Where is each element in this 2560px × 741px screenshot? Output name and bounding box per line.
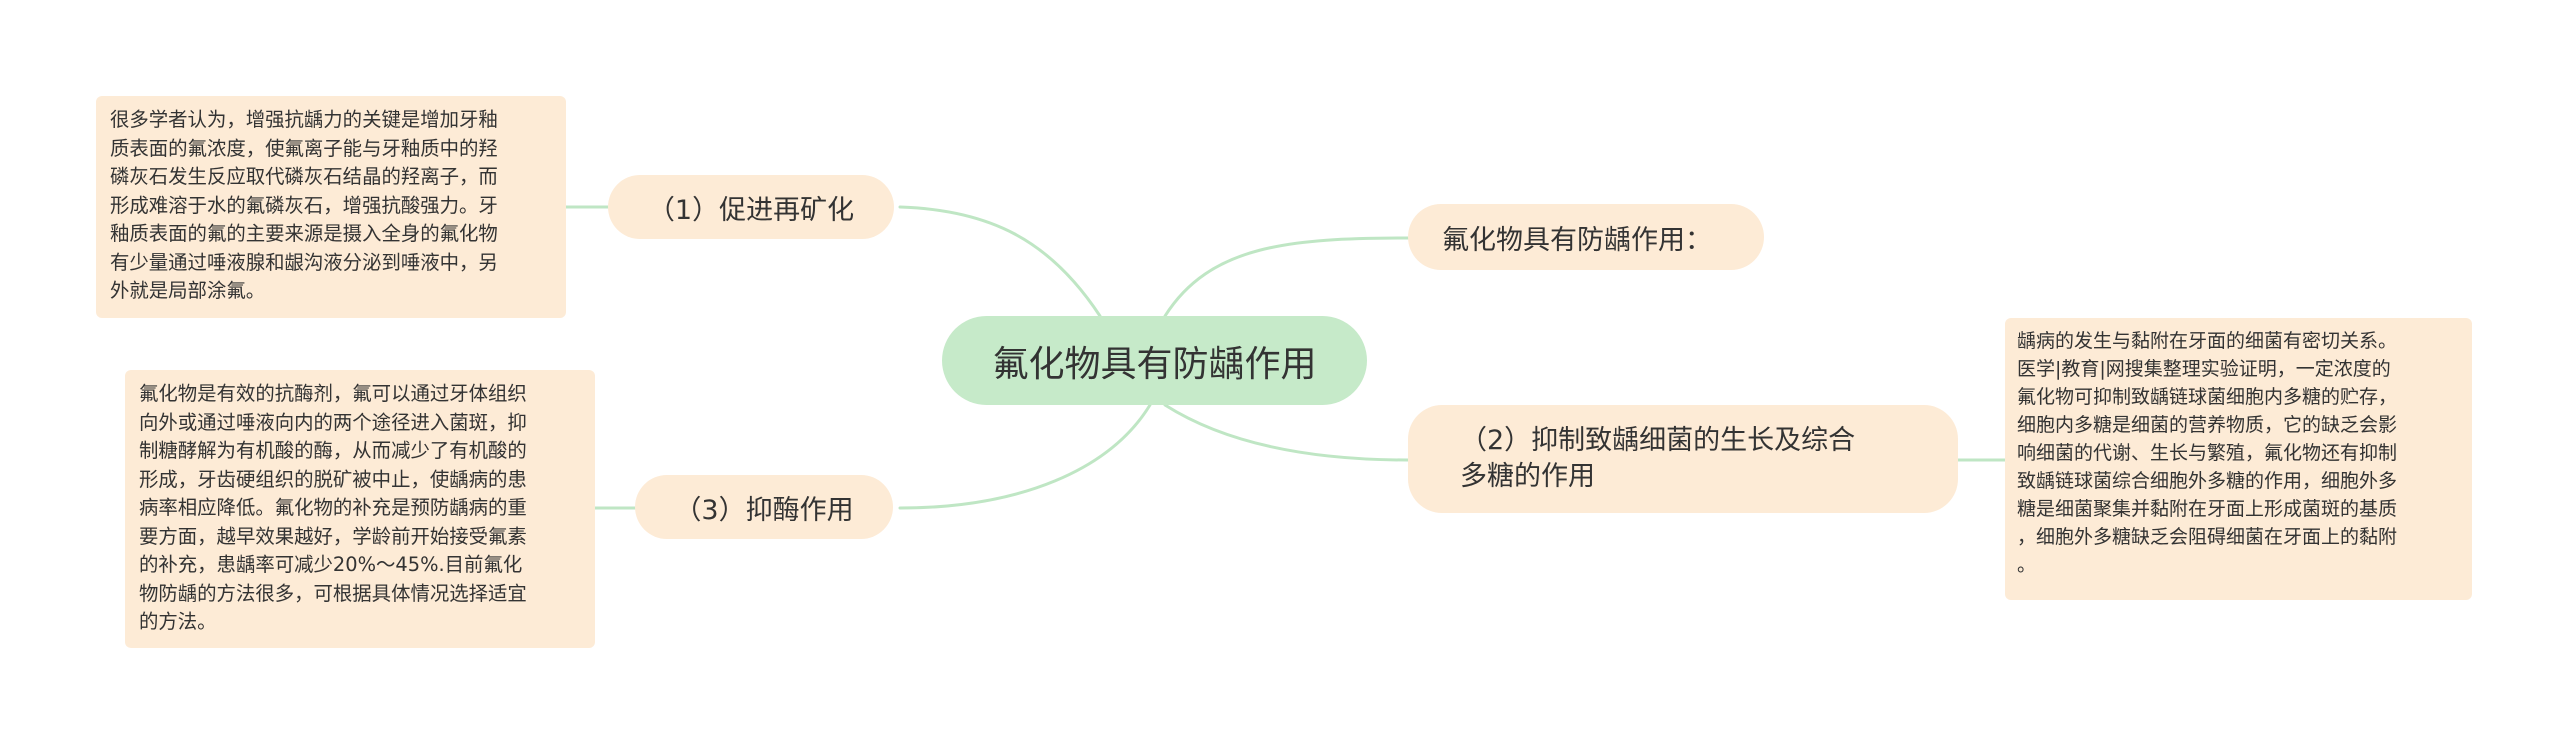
note-line: 的方法。 [139, 610, 217, 633]
branch-topic-label-line: （2）抑制致龋细菌的生长及综合 [1460, 425, 1856, 456]
note-line: 响细菌的代谢、生长与繁殖，氟化物还有抑制 [2017, 442, 2398, 464]
note-line: 质表面的氟浓度，使氟离子能与牙釉质中的羟 [110, 136, 498, 160]
note-line: 磷灰石发生反应取代磷灰石结晶的羟离子，而 [110, 165, 498, 188]
note-line: 形成，牙齿硬组织的脱矿被中止，使龋病的患 [139, 467, 527, 491]
note-line: 的补充，患龋率可减少20%～45%.目前氟化 [139, 553, 523, 576]
note-line: 致龋链球菌综合细胞外多糖的作用，细胞外多 [2017, 470, 2398, 492]
note-line: ，细胞外多糖缺乏会阻碍细菌在牙面上的黏附 [2017, 526, 2398, 548]
note-line: 向外或通过唾液向内的两个途径进入菌斑，抑 [139, 410, 527, 434]
note-line: 医学|教育|网搜集整理实验证明，一定浓度的 [2017, 358, 2391, 380]
branch-topic-remineralization[interactable]: （1）促进再矿化 [608, 175, 894, 239]
note-line: 氟化物可抑制致龋链球菌细胞内多糖的贮存， [2017, 386, 2398, 408]
root-node[interactable]: 氟化物具有防龋作用 [942, 316, 1367, 405]
branch-topic-label: 氟化物具有防龋作用： [1442, 224, 1712, 256]
branch-topic-anticaries-effect[interactable]: 氟化物具有防龋作用： [1408, 204, 1764, 270]
branch-topic-label: （3）抑酶作用 [674, 494, 854, 526]
branch-topic-label-line: 多糖的作用 [1460, 461, 1595, 492]
note-line: 病率相应降低。氟化物的补充是预防龋病的重 [139, 496, 527, 519]
note-line: 龋病的发生与黏附在牙面的细菌有密切关系。 [2017, 330, 2398, 352]
branch-topic-enzyme-inhibition[interactable]: （3）抑酶作用 [635, 475, 893, 539]
branch-note-enzyme-inhibition: 氟化物是有效的抗酶剂，氟可以通过牙体组织 向外或通过唾液向内的两个途径进入菌斑，… [125, 370, 595, 648]
note-line: 。 [2017, 554, 2037, 576]
branch-topic-label: （1）促进再矿化 [647, 194, 855, 226]
root-label: 氟化物具有防龋作用 [992, 343, 1317, 385]
note-line: 糖是细菌聚集并黏附在牙面上形成菌斑的基质 [2017, 498, 2398, 520]
branch-topic-bacteria-inhibition[interactable]: （2）抑制致龋细菌的生长及综合 多糖的作用 [1408, 405, 1958, 513]
connector-root-to-branch1 [898, 205, 1102, 318]
note-line: 细胞内多糖是细菌的营养物质，它的缺乏会影 [2017, 414, 2398, 436]
branch-note-remineralization: 很多学者认为，增强抗龋力的关键是增加牙釉 质表面的氟浓度，使氟离子能与牙釉质中的… [96, 96, 566, 318]
connector-root-to-branch-title [1163, 236, 1410, 318]
note-line: 物防龋的方法很多，可根据具体情况选择适宜 [139, 581, 527, 605]
note-line: 氟化物是有效的抗酶剂，氟可以通过牙体组织 [139, 382, 527, 405]
note-line: 有少量通过唾液腺和龈沟液分泌到唾液中，另 [110, 250, 498, 274]
note-line: 制糖酵解为有机酸的酶，从而减少了有机酸的 [139, 439, 527, 462]
connector-root-to-branch3 [898, 403, 1152, 510]
note-line: 要方面，越早效果越好，学龄前开始接受氟素 [139, 524, 527, 548]
note-line: 形成难溶于水的氟磷灰石，增强抗酸强力。牙 [110, 193, 498, 217]
note-line: 釉质表面的氟的主要来源是摄入全身的氟化物 [110, 222, 498, 245]
note-line: 很多学者认为，增强抗龋力的关键是增加牙釉 [110, 108, 498, 131]
note-line: 外就是局部涂氟。 [110, 279, 266, 302]
connector-root-to-branch2 [1163, 403, 1410, 462]
branch-note-bacteria-inhibition: 龋病的发生与黏附在牙面的细菌有密切关系。 医学|教育|网搜集整理实验证明，一定浓… [2005, 318, 2472, 600]
